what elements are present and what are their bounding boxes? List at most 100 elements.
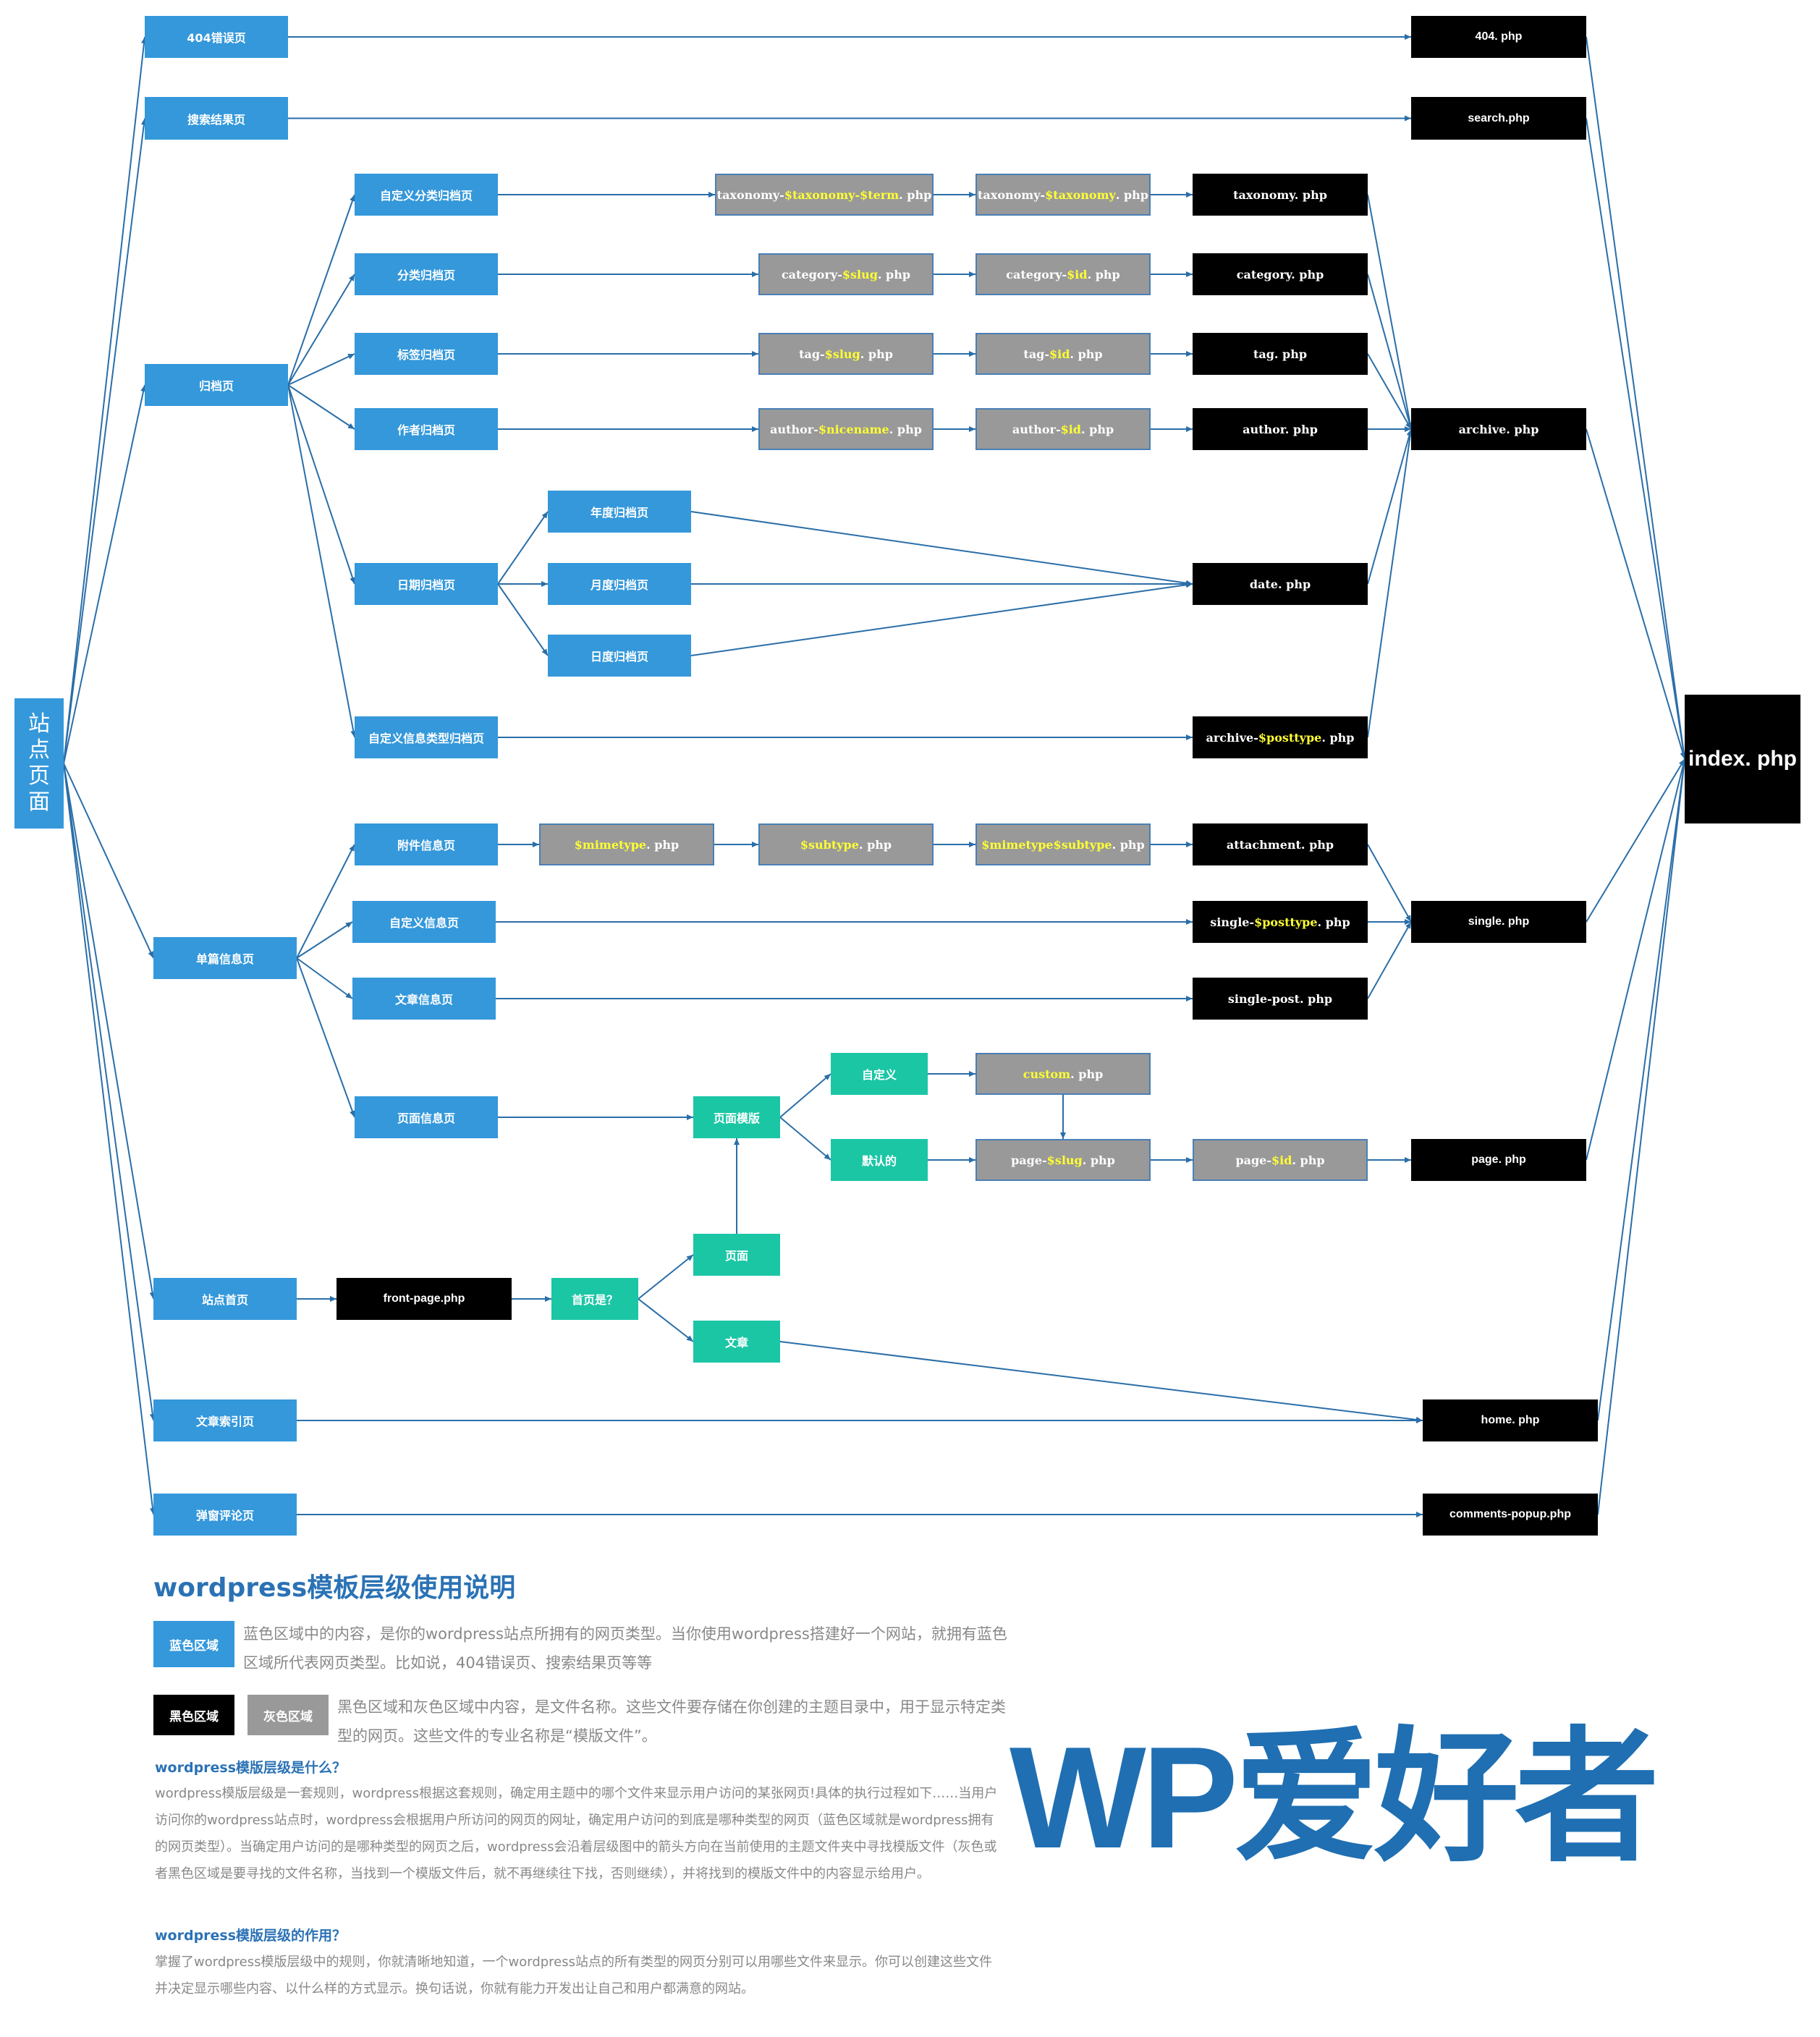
connector-f-date-f-archive xyxy=(1367,428,1413,585)
file-text: . php xyxy=(1321,730,1355,745)
file-text: single- xyxy=(1210,915,1255,929)
legend-title: wordpress模板层级使用说明 xyxy=(153,1573,516,1603)
file-text: category- xyxy=(781,267,842,281)
connector-f-category-f-archive xyxy=(1367,274,1413,430)
legend-black-swatch: 黑色区域 xyxy=(153,1695,234,1735)
file-text: tag- xyxy=(1023,347,1050,361)
connector-n-date-n-year xyxy=(497,511,549,585)
site-char: 站 xyxy=(28,711,50,737)
file-variable: $mimetype$subtype xyxy=(981,837,1112,852)
file-variable: $slug xyxy=(842,267,878,281)
node-comments-popup-page: 弹窗评论页 xyxy=(153,1494,297,1536)
legend-gray-swatch: 灰色区域 xyxy=(247,1695,329,1735)
legend-file-text: 黑色区域和灰色区域中内容，是文件名称。这些文件要存储在你创建的主题目录中，用于显… xyxy=(337,1698,1006,1745)
file-mimetype-subtype: $mimetype$subtype. php xyxy=(975,823,1151,865)
question-purpose: wordpress模版层级的作用？ xyxy=(155,1928,347,1944)
connector-f-taxonomy-f-archive xyxy=(1367,194,1413,430)
legend-blue-swatch: 蓝色区域 xyxy=(153,1621,234,1667)
file-front-page: front-page.php xyxy=(337,1278,512,1320)
file-variable: custom xyxy=(1023,1067,1071,1081)
file-text: . php xyxy=(1081,422,1114,436)
node-single-page: 单篇信息页 xyxy=(153,937,297,979)
file-variable: $subtype xyxy=(800,837,859,852)
file-variable: $term xyxy=(860,187,900,202)
file-index: index. php xyxy=(1685,695,1800,823)
node-404-page: 404错误页 xyxy=(145,16,288,58)
file-text: category- xyxy=(1006,267,1067,281)
node-post-index-page: 文章索引页 xyxy=(153,1399,297,1441)
node-front-page: 站点首页 xyxy=(153,1278,297,1320)
connector-n-archive-n-author xyxy=(287,384,355,430)
file-custom-template: custom. php xyxy=(975,1053,1151,1095)
file-page: page. php xyxy=(1411,1139,1586,1181)
file-variable: $id xyxy=(1060,422,1081,436)
file-text: author- xyxy=(1012,422,1061,436)
node-site-pages: 站 点 页 面 xyxy=(14,698,64,829)
file-taxonomy-taxonomy: taxonomy-$taxonomy. php xyxy=(975,174,1151,216)
file-author: author. php xyxy=(1193,408,1368,450)
connector-f-home-index xyxy=(1597,758,1687,1421)
legend-blue-text: 蓝色区域中的内容，是你的wordpress站点所拥有的网页类型。当你使用word… xyxy=(243,1625,1007,1672)
connector-f-archpt-f-archive xyxy=(1367,428,1413,738)
node-front-is: 首页是？ xyxy=(551,1278,638,1320)
file-text: archive- xyxy=(1206,730,1258,745)
file-text: . php xyxy=(889,422,922,436)
file-text: - xyxy=(855,187,860,202)
file-text: . php xyxy=(1082,1153,1115,1167)
connector-f-singlepost-f-single xyxy=(1367,921,1412,999)
file-attachment: attachment. php xyxy=(1193,823,1368,865)
node-date-archive: 日期归档页 xyxy=(355,563,498,605)
connector-site-n-homeidx xyxy=(63,763,156,1421)
file-text: . php xyxy=(1087,267,1120,281)
file-text: . php xyxy=(1115,187,1148,202)
file-tag-slug: tag-$slug. php xyxy=(758,333,934,375)
node-custom-single-page: 自定义信息页 xyxy=(352,901,496,943)
file-author-id: author-$id. php xyxy=(975,408,1151,450)
file-text: . php xyxy=(1317,915,1350,929)
connector-n-ptpl-n-tcust xyxy=(779,1073,831,1118)
file-category-id: category-$id. php xyxy=(975,253,1151,295)
node-attachment-page: 附件信息页 xyxy=(355,823,498,865)
connector-n-archive-n-pt xyxy=(287,384,357,738)
connector-n-day-f-date xyxy=(690,582,1193,656)
connector-f-404-index xyxy=(1586,36,1687,760)
connector-n-date-n-day xyxy=(497,583,549,656)
node-tag-archive: 标签归档页 xyxy=(355,333,498,375)
node-month-archive: 月度归档页 xyxy=(548,563,691,605)
answer-what: wordpress模版层级是一套规则，wordpress根据这套规则，确定用主题… xyxy=(155,1786,998,1881)
file-page-id: page-$id. php xyxy=(1193,1139,1368,1181)
file-text: page- xyxy=(1235,1153,1271,1167)
connector-n-archive-n-date xyxy=(287,384,355,585)
file-variable: $posttype xyxy=(1258,730,1322,745)
connector-n-archive-n-cat xyxy=(287,274,355,386)
file-mimetype: $mimetype. php xyxy=(539,823,714,865)
site-logo: WP爱好者 xyxy=(1010,1717,1659,1879)
file-comments-popup: comments-popup.php xyxy=(1423,1494,1598,1536)
connector-f-comments-index xyxy=(1597,758,1687,1515)
connector-site-n-search xyxy=(63,118,147,764)
connector-site-n-single xyxy=(63,763,154,959)
node-post-page: 文章信息页 xyxy=(352,978,496,1020)
file-archive: archive. php xyxy=(1411,408,1586,450)
file-text: tag- xyxy=(799,347,825,361)
file-text: . php xyxy=(1112,837,1145,852)
node-search-page: 搜索结果页 xyxy=(145,97,288,140)
node-template-default: 默认的 xyxy=(831,1139,928,1181)
connector-f-single-index xyxy=(1586,758,1685,923)
connector-n-year-f-date xyxy=(690,511,1193,586)
node-front-posts: 文章 xyxy=(693,1321,780,1363)
file-text: . php xyxy=(899,187,932,202)
answer-purpose: 掌握了wordpress模版层级中的规则，你就清晰地知道，一个wordpress… xyxy=(155,1955,993,1996)
connector-site-n-front xyxy=(63,763,156,1300)
connector-n-single-n-post xyxy=(296,957,353,999)
file-text: . php xyxy=(877,267,911,281)
node-page-page: 页面信息页 xyxy=(355,1096,498,1138)
node-author-archive: 作者归档页 xyxy=(355,408,498,450)
connector-site-n-404 xyxy=(63,36,147,764)
file-text: author- xyxy=(770,422,818,436)
connector-f-tag-f-archive xyxy=(1367,353,1412,430)
file-text: . php xyxy=(860,347,893,361)
file-text: taxonomy- xyxy=(716,187,784,202)
